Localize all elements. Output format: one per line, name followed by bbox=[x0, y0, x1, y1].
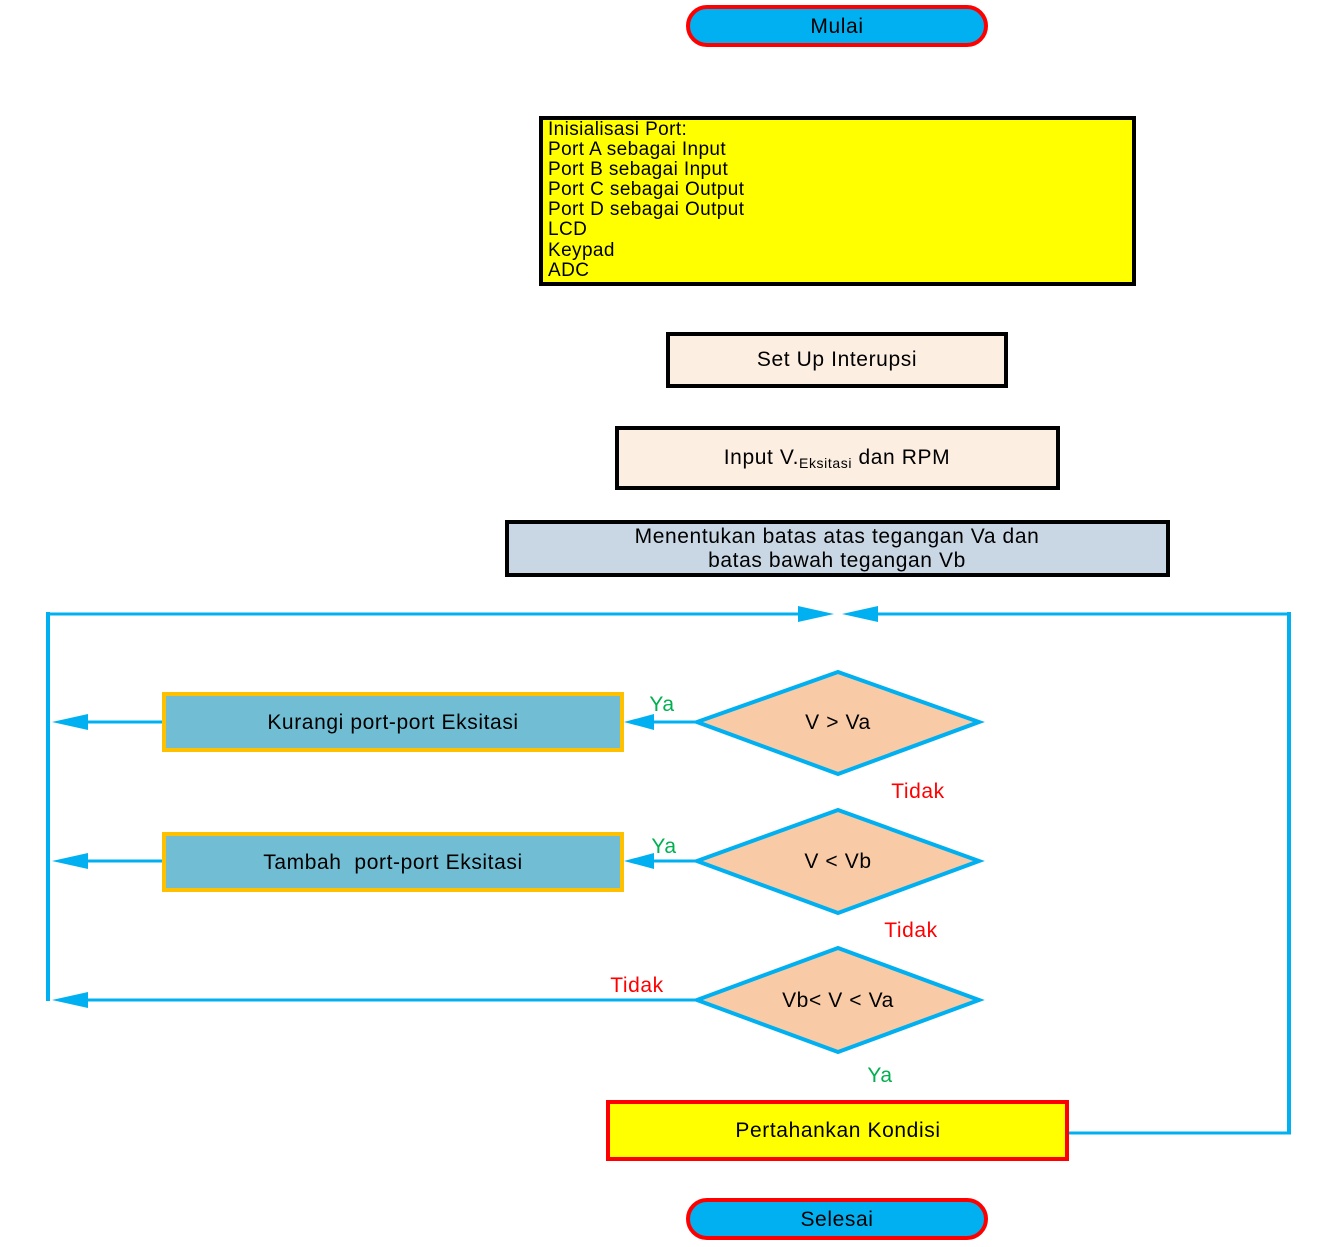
decision-v-less-vb: V < Vb Ya Tidak bbox=[651, 807, 985, 942]
limits-box: Menentukan batas atas tegangan Va dan ba… bbox=[505, 520, 1170, 577]
arrow-left-icon bbox=[52, 714, 88, 730]
no-label: Tidak bbox=[891, 780, 945, 803]
decision-condition: V > Va bbox=[805, 711, 871, 734]
init-line: Port C sebagai Output bbox=[548, 179, 745, 200]
decision-condition: V < Vb bbox=[804, 850, 871, 873]
init-line: Inisialisasi Port: bbox=[548, 119, 687, 140]
maintain-condition-label: Pertahankan Kondisi bbox=[735, 1119, 940, 1142]
arrow-left-icon bbox=[624, 853, 654, 869]
increase-excitation-box: Tambah port-port Eksitasi bbox=[162, 832, 624, 892]
arrow-right-icon bbox=[798, 606, 834, 622]
end-terminator: Selesai bbox=[686, 1198, 988, 1240]
init-line: Port A sebagai Input bbox=[548, 139, 726, 160]
init-line: Keypad bbox=[548, 240, 615, 261]
init-process-box: Inisialisasi Port: Port A sebagai Input … bbox=[539, 116, 1136, 286]
no-label: Tidak bbox=[884, 919, 938, 942]
input-label-prefix: Input V. bbox=[724, 446, 799, 469]
input-box: Input V.Eksitasi dan RPM bbox=[615, 426, 1060, 490]
increase-excitation-label: Tambah port-port Eksitasi bbox=[263, 851, 523, 874]
decision-v-in-range: Vb< V < Va Tidak Ya bbox=[610, 945, 985, 1087]
start-terminator: Mulai bbox=[686, 5, 988, 47]
yes-label: Ya bbox=[867, 1064, 892, 1087]
init-line: ADC bbox=[548, 260, 589, 281]
arrow-left-icon bbox=[624, 714, 654, 730]
setup-interrupt-label: Set Up Interupsi bbox=[757, 348, 917, 371]
decision-v-greater-va: V > Va Ya Tidak bbox=[649, 669, 985, 803]
init-line: Port D sebagai Output bbox=[548, 199, 745, 220]
arrow-left-icon bbox=[842, 606, 878, 622]
input-label-subscript: Eksitasi bbox=[799, 455, 852, 471]
decrease-excitation-label: Kurangi port-port Eksitasi bbox=[267, 711, 518, 734]
yes-label: Ya bbox=[651, 835, 676, 858]
decision-condition: Vb< V < Va bbox=[782, 989, 894, 1012]
setup-interrupt-box: Set Up Interupsi bbox=[666, 332, 1008, 388]
end-label: Selesai bbox=[800, 1208, 873, 1231]
decrease-excitation-box: Kurangi port-port Eksitasi bbox=[162, 692, 624, 752]
init-line: Port B sebagai Input bbox=[548, 159, 728, 180]
limits-line-2: batas bawah tegangan Vb bbox=[708, 549, 966, 572]
input-label-suffix: dan RPM bbox=[852, 446, 950, 469]
loop-connectors bbox=[46, 606, 1291, 1135]
input-label: Input V.Eksitasi dan RPM bbox=[724, 446, 951, 471]
maintain-condition-box: Pertahankan Kondisi bbox=[606, 1100, 1069, 1161]
start-label: Mulai bbox=[810, 15, 863, 38]
arrow-left-icon bbox=[52, 992, 88, 1008]
arrow-left-icon bbox=[52, 853, 88, 869]
init-line: LCD bbox=[548, 219, 587, 240]
limits-line-1: Menentukan batas atas tegangan Va dan bbox=[635, 525, 1040, 548]
yes-label: Ya bbox=[649, 693, 674, 716]
no-label: Tidak bbox=[610, 974, 664, 997]
